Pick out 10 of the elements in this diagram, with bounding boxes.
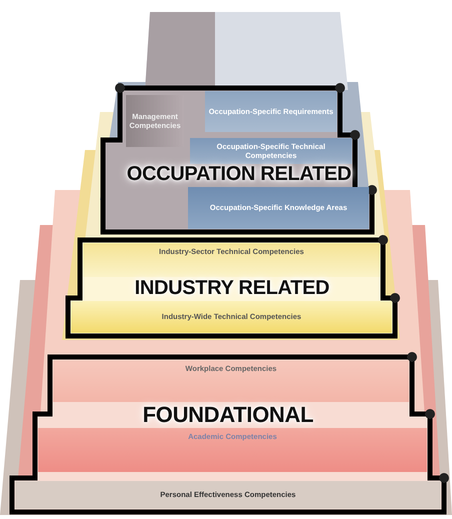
section-heading: INDUSTRY RELATED — [134, 278, 330, 299]
tier-block — [188, 187, 369, 229]
tier-block — [71, 301, 392, 333]
section-heading: OCCUPATION RELATED — [126, 164, 352, 185]
tier-block — [53, 360, 409, 402]
tier-block — [83, 243, 380, 277]
tier-block — [38, 428, 427, 472]
section-heading: FOUNDATIONAL — [142, 403, 314, 426]
tier-block — [15, 481, 441, 509]
tier-block — [205, 91, 337, 132]
